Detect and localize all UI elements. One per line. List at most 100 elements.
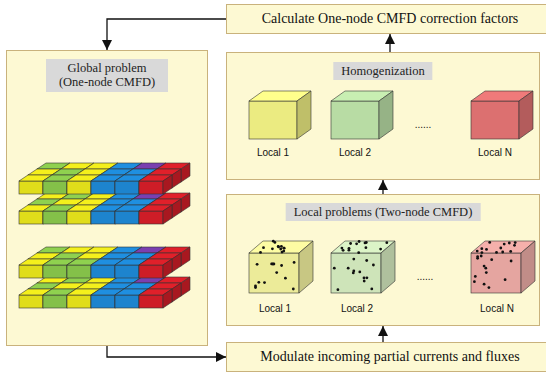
- pin-dot: [485, 271, 488, 274]
- cube-side-face: [181, 247, 190, 266]
- pin-dot: [499, 247, 502, 250]
- cube-side-face: [299, 241, 313, 293]
- pin-dot: [370, 288, 373, 291]
- cube-front-face: [139, 211, 163, 224]
- cube-front-face: [19, 265, 43, 278]
- pin-dot: [365, 241, 368, 244]
- pin-dot: [347, 267, 350, 270]
- pin-dot: [277, 245, 280, 248]
- node-label: Local N: [478, 147, 512, 158]
- cube-front-face: [249, 101, 297, 139]
- ellipsis-label: ......: [417, 271, 434, 282]
- pin-dot: [283, 247, 286, 250]
- cube-side-face: [181, 193, 190, 212]
- cube-front-face: [67, 211, 91, 224]
- homogenization-panel: HomogenizationLocal 1 Local 2...... Local …: [226, 52, 540, 180]
- pin-dot: [372, 264, 375, 267]
- cube-front-face: [115, 295, 139, 308]
- flow-arrow: [382, 180, 383, 194]
- pin-dot: [358, 240, 361, 243]
- cube-front-face: [91, 181, 115, 194]
- pin-dot: [274, 241, 277, 244]
- cube-front-face: [115, 265, 139, 278]
- cube-side-face: [172, 283, 181, 302]
- cube-side-face: [163, 175, 172, 194]
- ellipsis-label: ......: [415, 119, 432, 130]
- cube-front-face: [43, 211, 67, 224]
- cube-front-face: [115, 211, 139, 224]
- cube-front-face: [331, 101, 379, 139]
- pin-dot: [282, 250, 285, 253]
- local-problems-panel: Local problems (Two-node CMFD) Local 1 Loc…: [226, 194, 540, 326]
- pin-dot: [485, 248, 488, 251]
- cube-front-face: [249, 253, 299, 293]
- pin-dot: [262, 246, 265, 249]
- pin-dot: [355, 242, 358, 245]
- pin-dot: [366, 276, 369, 279]
- process-text: Calculate One-node CMFD correction facto…: [227, 5, 546, 33]
- cube-front-face: [43, 181, 67, 194]
- pin-dot: [263, 281, 266, 284]
- node-label: Local 1: [257, 147, 289, 158]
- pin-dot: [501, 251, 504, 254]
- pin-dot: [363, 277, 366, 280]
- panel-heading: Global problem (One-node CMFD): [46, 59, 168, 92]
- pin-dot: [504, 278, 507, 281]
- flow-arrow: [382, 326, 383, 342]
- pin-dot: [333, 267, 336, 270]
- cube-front-face: [331, 253, 381, 293]
- cube-side-face: [163, 289, 172, 308]
- cube-front-face: [67, 181, 91, 194]
- cube-front-face: [91, 265, 115, 278]
- node-label: Local 1: [259, 303, 291, 314]
- cube-side-face: [519, 91, 533, 139]
- cube-front-face: [19, 295, 43, 308]
- pin-dot: [280, 264, 283, 267]
- panel-heading: Homogenization: [333, 62, 432, 80]
- cube-front-face: [19, 181, 43, 194]
- pin-dot: [254, 286, 257, 289]
- pin-dot: [513, 244, 516, 247]
- cube-front-face: [91, 211, 115, 224]
- pin-dot: [473, 280, 476, 283]
- global-panel: Global problem (One-node CMFD): [6, 50, 208, 346]
- pin-dot: [476, 250, 479, 253]
- cube-front-face: [43, 265, 67, 278]
- pin-dot: [337, 288, 340, 291]
- node-label: Local 2: [341, 303, 373, 314]
- global-core-illustration: [7, 51, 209, 347]
- pin-dot: [510, 260, 513, 263]
- cube-side-face: [181, 163, 190, 182]
- pin-dot: [363, 280, 366, 283]
- pin-dot: [357, 251, 360, 254]
- pin-dot: [509, 250, 512, 253]
- panel-heading: Local problems (Two-node CMFD): [286, 203, 481, 221]
- pin-dot: [476, 257, 479, 260]
- pin-dot: [280, 245, 283, 248]
- cube-side-face: [163, 259, 172, 278]
- pin-dot: [282, 247, 285, 250]
- cube-side-face: [172, 253, 181, 272]
- pin-dot: [379, 248, 382, 251]
- pin-dot: [508, 242, 511, 245]
- pin-dot: [474, 275, 477, 278]
- pin-dot: [292, 288, 295, 291]
- cube-side-face: [379, 91, 393, 139]
- pin-dot: [514, 241, 517, 244]
- pin-dot: [352, 258, 355, 261]
- pin-dot: [341, 247, 344, 250]
- pin-dot: [365, 246, 368, 249]
- flow-arrow: [389, 34, 390, 52]
- pin-dot: [348, 247, 351, 250]
- cube-front-face: [43, 295, 67, 308]
- pin-dot: [488, 286, 491, 289]
- node-label: Local 2: [339, 147, 371, 158]
- pin-dot: [293, 261, 296, 264]
- pin-dot: [480, 247, 483, 250]
- pin-dot: [503, 243, 506, 246]
- cube-front-face: [67, 295, 91, 308]
- cube-front-face: [139, 265, 163, 278]
- cube-front-face: [67, 265, 91, 278]
- cube-front-face: [139, 181, 163, 194]
- pin-dot: [365, 259, 368, 262]
